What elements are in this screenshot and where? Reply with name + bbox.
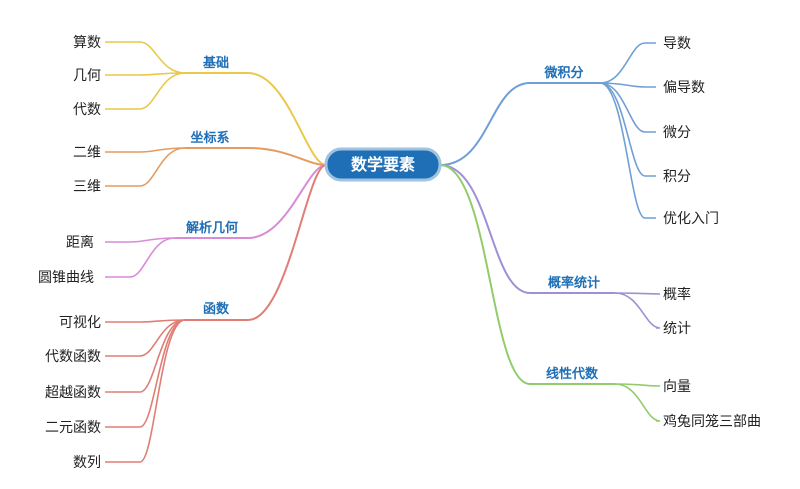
- edge-branch-leaf: [105, 319, 186, 323]
- leaf-label[interactable]: 圆锥曲线: [38, 270, 94, 286]
- edge-branch-leaf: [599, 82, 656, 88]
- edge-branch-leaf: [614, 292, 661, 329]
- leaf-label[interactable]: 几何: [73, 68, 101, 84]
- branch-label-coordinates[interactable]: 坐标系: [190, 130, 229, 146]
- edge-branch-leaf: [614, 383, 661, 422]
- leaf-label[interactable]: 鸡兔同笼三部曲: [663, 413, 761, 430]
- edge-branch-leaf: [105, 147, 186, 153]
- edge-branch-leaf: [599, 82, 656, 177]
- leaf-label[interactable]: 代数函数: [45, 349, 101, 365]
- leaf-label[interactable]: 距离: [66, 234, 94, 251]
- edge-branch-leaf: [105, 237, 176, 278]
- root-label: 数学要素: [351, 155, 415, 174]
- branch-label-calculus[interactable]: 微积分: [543, 65, 583, 81]
- branch-label-linear-algebra[interactable]: 线性代数: [546, 366, 599, 382]
- edge-branch-leaf: [105, 147, 186, 187]
- leaf-label[interactable]: 超越函数: [45, 385, 101, 401]
- edge-branch-leaf: [614, 292, 661, 295]
- edge-root-branch-calculus: [439, 82, 600, 166]
- edge-root-branch-functions: [185, 164, 327, 321]
- edge-root-branch-linear-algebra: [439, 164, 615, 385]
- leaf-label[interactable]: 二元函数: [45, 420, 101, 436]
- branch-label-analytic-geometry[interactable]: 解析几何: [185, 220, 238, 236]
- edge-branch-leaf: [105, 72, 186, 76]
- leaf-label[interactable]: 优化入门: [663, 211, 719, 227]
- leaf-label[interactable]: 导数: [663, 36, 691, 52]
- edge-branch-leaf: [105, 319, 186, 463]
- leaf-label[interactable]: 偏导数: [663, 80, 705, 96]
- branch-label-probability[interactable]: 概率统计: [548, 275, 600, 291]
- leaf-label[interactable]: 概率: [663, 286, 691, 303]
- leaf-label[interactable]: 二维: [73, 145, 101, 161]
- root-node[interactable]: [324, 147, 442, 182]
- edge-root-branch-analytic-geometry: [175, 164, 327, 239]
- leaf-label[interactable]: 算数: [73, 35, 101, 51]
- leaf-label[interactable]: 统计: [663, 321, 691, 337]
- edge-branch-leaf: [105, 237, 176, 243]
- edge-root-branch-coordinates: [185, 147, 327, 166]
- leaf-label[interactable]: 可视化: [59, 315, 101, 331]
- edge-branch-leaf: [105, 319, 186, 357]
- leaf-label[interactable]: 积分: [663, 169, 691, 185]
- edge-branch-leaf: [105, 72, 186, 110]
- edge-branch-leaf: [105, 319, 186, 428]
- leaf-label[interactable]: 数列: [73, 455, 101, 471]
- edge-branch-leaf: [105, 41, 186, 74]
- edge-root-branch-basics: [185, 72, 327, 166]
- edge-branch-leaf: [599, 82, 656, 219]
- leaf-label[interactable]: 微分: [663, 125, 691, 141]
- edge-branch-leaf: [599, 42, 656, 84]
- edge-branch-leaf: [614, 383, 661, 387]
- edge-root-branch-probability: [439, 164, 615, 294]
- leaf-label[interactable]: 向量: [663, 379, 691, 395]
- branch-label-basics[interactable]: 基础: [202, 55, 229, 71]
- leaf-label[interactable]: 代数: [73, 102, 101, 118]
- leaf-label[interactable]: 三维: [73, 179, 101, 195]
- edge-branch-leaf: [599, 82, 656, 133]
- branch-label-functions[interactable]: 函数: [203, 301, 230, 317]
